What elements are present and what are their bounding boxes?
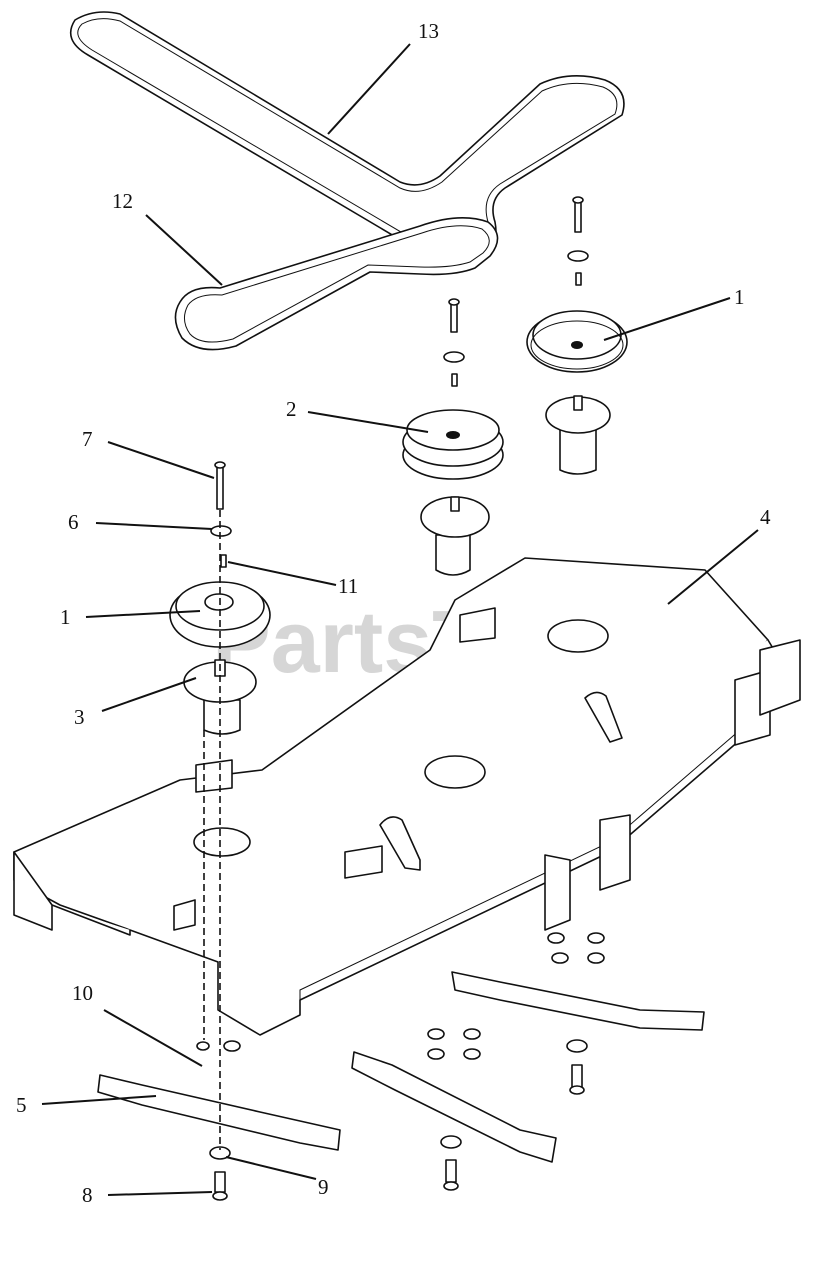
belt-13 — [69, 11, 625, 268]
callout-3: 3 — [74, 705, 85, 729]
blades — [97, 971, 705, 1163]
leader-lines — [41, 43, 759, 1196]
deck-housing — [13, 557, 801, 1036]
callout-labels: 13 12 1 2 7 6 11 1 3 4 10 5 9 8 — [16, 19, 771, 1207]
callout-1-left: 1 — [60, 605, 71, 629]
callout-12: 12 — [112, 189, 133, 213]
belt-12 — [174, 217, 499, 351]
hardware — [196, 932, 605, 1201]
callout-5: 5 — [16, 1093, 27, 1117]
callout-13: 13 — [418, 19, 439, 43]
callout-7: 7 — [82, 427, 93, 451]
callout-9: 9 — [318, 1175, 329, 1199]
spindle-assembly-center — [402, 298, 504, 576]
axis-line — [203, 510, 221, 1150]
callout-10: 10 — [72, 981, 93, 1005]
spindle-assembly-right — [526, 196, 628, 475]
callout-8: 8 — [82, 1183, 93, 1207]
callout-2: 2 — [286, 397, 297, 421]
callout-4: 4 — [760, 505, 771, 529]
callout-11: 11 — [338, 574, 358, 598]
callout-6: 6 — [68, 510, 79, 534]
callout-1-right: 1 — [734, 285, 745, 309]
